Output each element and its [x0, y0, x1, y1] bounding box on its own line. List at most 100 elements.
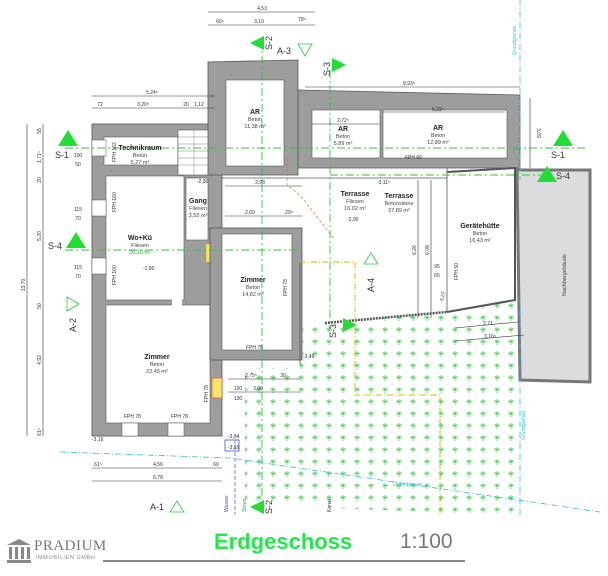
plan-label: 29⁵	[285, 210, 293, 216]
plan-label: Gang	[189, 198, 207, 205]
plan-label: A-3	[277, 46, 291, 56]
floor-plan: Nachbargebäude	[21, 0, 601, 515]
pipe-line	[286, 158, 336, 241]
plan-label: 12,89 m²	[427, 140, 449, 146]
plan-label: FPH 160	[112, 192, 118, 212]
stair-steps	[178, 130, 210, 175]
plan-label: 6,08	[425, 245, 431, 255]
plan-label: S-1	[55, 150, 69, 160]
plan-label: -3,84	[228, 434, 240, 440]
plan-label: Grundgrenze	[393, 482, 422, 488]
plan-label: Terrasse	[385, 193, 414, 200]
gang-room	[185, 177, 209, 241]
logo-temple-icon	[7, 539, 31, 563]
plan-label: 78⁵	[298, 17, 306, 23]
plan-label: FPH 66	[405, 155, 422, 161]
logo-name: PRADIUM	[34, 538, 107, 554]
plan-label: Grundgrenze	[521, 411, 527, 440]
plan-label: 22,45 m²	[146, 369, 168, 375]
zimmer-mid-room	[221, 233, 293, 351]
plan-label: Fliesen	[131, 243, 149, 249]
plan-label: 1,71⁵	[37, 151, 43, 163]
plan-label: 20	[183, 102, 189, 108]
plan-label: 30	[280, 373, 286, 379]
plan-label: 8,93⁵	[403, 81, 415, 87]
plan-label: A-4	[366, 278, 376, 292]
plan-label: 3,20⁵	[137, 102, 149, 108]
water-meter	[224, 439, 240, 452]
plan-label: Beton	[150, 362, 164, 368]
plan-label: 4,56	[153, 462, 163, 468]
plan-label: 5,78	[153, 475, 163, 481]
plan-label: 95	[434, 264, 440, 270]
plan-label: -3,11⁵	[377, 180, 390, 186]
plan-label: Technikraum	[118, 145, 161, 152]
plan-label: 14,82 m²	[242, 292, 264, 298]
plan-label: 4,92	[37, 355, 43, 365]
plan-label: A-1	[150, 502, 164, 512]
plan-label: 50	[75, 162, 81, 168]
plan-label: 16,43 m²	[469, 238, 491, 244]
plan-label: FPH 78	[283, 279, 289, 296]
plan-label: 3,55 m²	[189, 213, 208, 219]
plan-label: FPH 78	[246, 345, 263, 351]
plan-label: 70	[75, 274, 81, 280]
plan-label: -2,90	[347, 217, 359, 223]
plan-label: 100	[74, 153, 83, 159]
plan-label: S-4	[556, 171, 570, 181]
plan-label: 115	[74, 207, 82, 213]
plan-label: Fliesen	[189, 206, 207, 212]
plan-label: -3,59	[228, 445, 240, 451]
plan-label: Beton	[473, 231, 487, 237]
plan-label: Betonsteine	[384, 201, 413, 207]
plan-label: S-3	[328, 324, 338, 338]
door-opening	[172, 298, 182, 307]
plan-scale: 1:100	[400, 530, 453, 553]
dimension-texts: 4,53 66⁵ 3,10 78⁵ 5,24⁵ 72 3,20⁵ 20 1,12…	[21, 6, 541, 481]
plan-label: Gerätehütte	[460, 223, 499, 230]
garden-area	[245, 300, 520, 515]
property-boundary	[59, 0, 601, 515]
plan-label: FPH 78	[204, 385, 210, 402]
plan-label: FPH 160	[112, 265, 118, 285]
plan-label: 2,69	[245, 210, 255, 216]
plan-label: AR	[433, 125, 443, 132]
plan-label: FPH 162	[112, 142, 118, 162]
wohnkueche-room	[105, 175, 185, 301]
neighbour-building	[515, 168, 592, 384]
plan-label: 5,24⁵	[146, 90, 158, 96]
plan-label: 66⁵	[216, 19, 224, 25]
plan-label: -3,16	[92, 437, 104, 443]
plan-label: 2,71	[483, 321, 493, 327]
plan-label: 61⁵	[94, 462, 102, 468]
plan-label: -3,27	[439, 291, 447, 303]
plan-label: 37,89 m²	[388, 208, 410, 214]
plan-label: Beton	[336, 134, 350, 140]
plan-label: FPH 78	[124, 414, 141, 420]
title-underline	[103, 560, 465, 562]
ar-room	[225, 79, 285, 167]
plan-label: 1,12	[194, 102, 204, 108]
plan-label: 5,27 m²	[131, 160, 150, 166]
plan-label: 50	[37, 303, 43, 309]
technikraum-room	[103, 136, 179, 166]
plan-label: 2,75⁵	[245, 373, 257, 379]
plan-label: AR	[338, 126, 348, 133]
plan-label: Wasser	[224, 495, 230, 512]
plan-label: 3,16⁵	[484, 334, 496, 340]
plan-label: FPH 50	[454, 263, 460, 280]
plan-label: Beton	[133, 153, 147, 159]
plan-label: 72	[97, 102, 103, 108]
section-markers: S-1 S-1 S-4 S-4 S-2 S-2 S-3 S-3 A-3 A-2 …	[48, 36, 573, 514]
plan-label: 2,72⁵	[337, 118, 349, 124]
plan-label: 61⁵	[37, 428, 43, 436]
plan-label: 13,70	[21, 279, 27, 292]
plan-label: 16,02 m²	[344, 206, 366, 212]
